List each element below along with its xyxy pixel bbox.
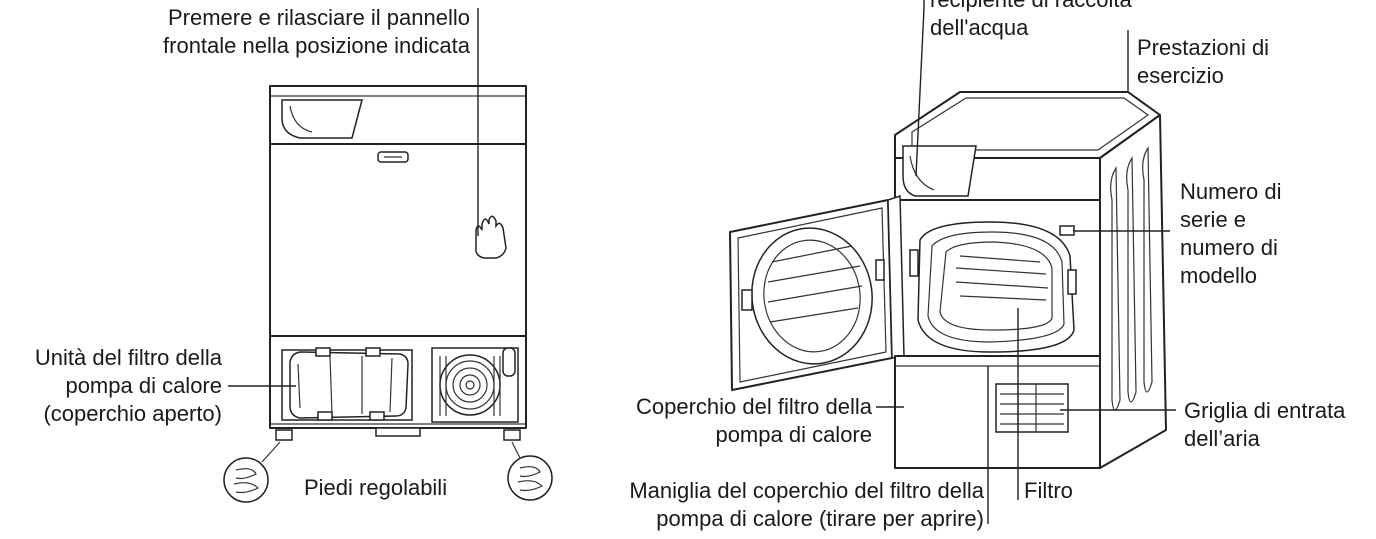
label-filter: Filtro xyxy=(1024,478,1073,503)
front-view-dryer xyxy=(223,85,553,503)
leader-lines xyxy=(228,0,1176,524)
hand-icon xyxy=(475,215,507,259)
label-air-grille: Griglia di entrata dell’aria xyxy=(1184,398,1346,451)
label-water-container: recipiente di raccolta dell'acqua xyxy=(930,0,1132,40)
label-filter-cover: Coperchio del filtro della pompa di calo… xyxy=(635,394,872,447)
label-cover-handle: Maniglia del coperchio del filtro della … xyxy=(629,478,984,531)
serial-plate xyxy=(1059,225,1075,236)
perspective-view-dryer xyxy=(729,91,1167,469)
label-adjustable-feet: Piedi regolabili xyxy=(304,475,448,500)
label-press-panel: Premere e rilasciare il pannello frontal… xyxy=(163,5,470,58)
label-performance: Prestazioni di esercizio xyxy=(1137,35,1270,88)
label-serial-number: Numero di serie e numero di modello xyxy=(1180,179,1282,288)
label-filter-unit: Unità del filtro della pompa di calore (… xyxy=(34,345,222,426)
